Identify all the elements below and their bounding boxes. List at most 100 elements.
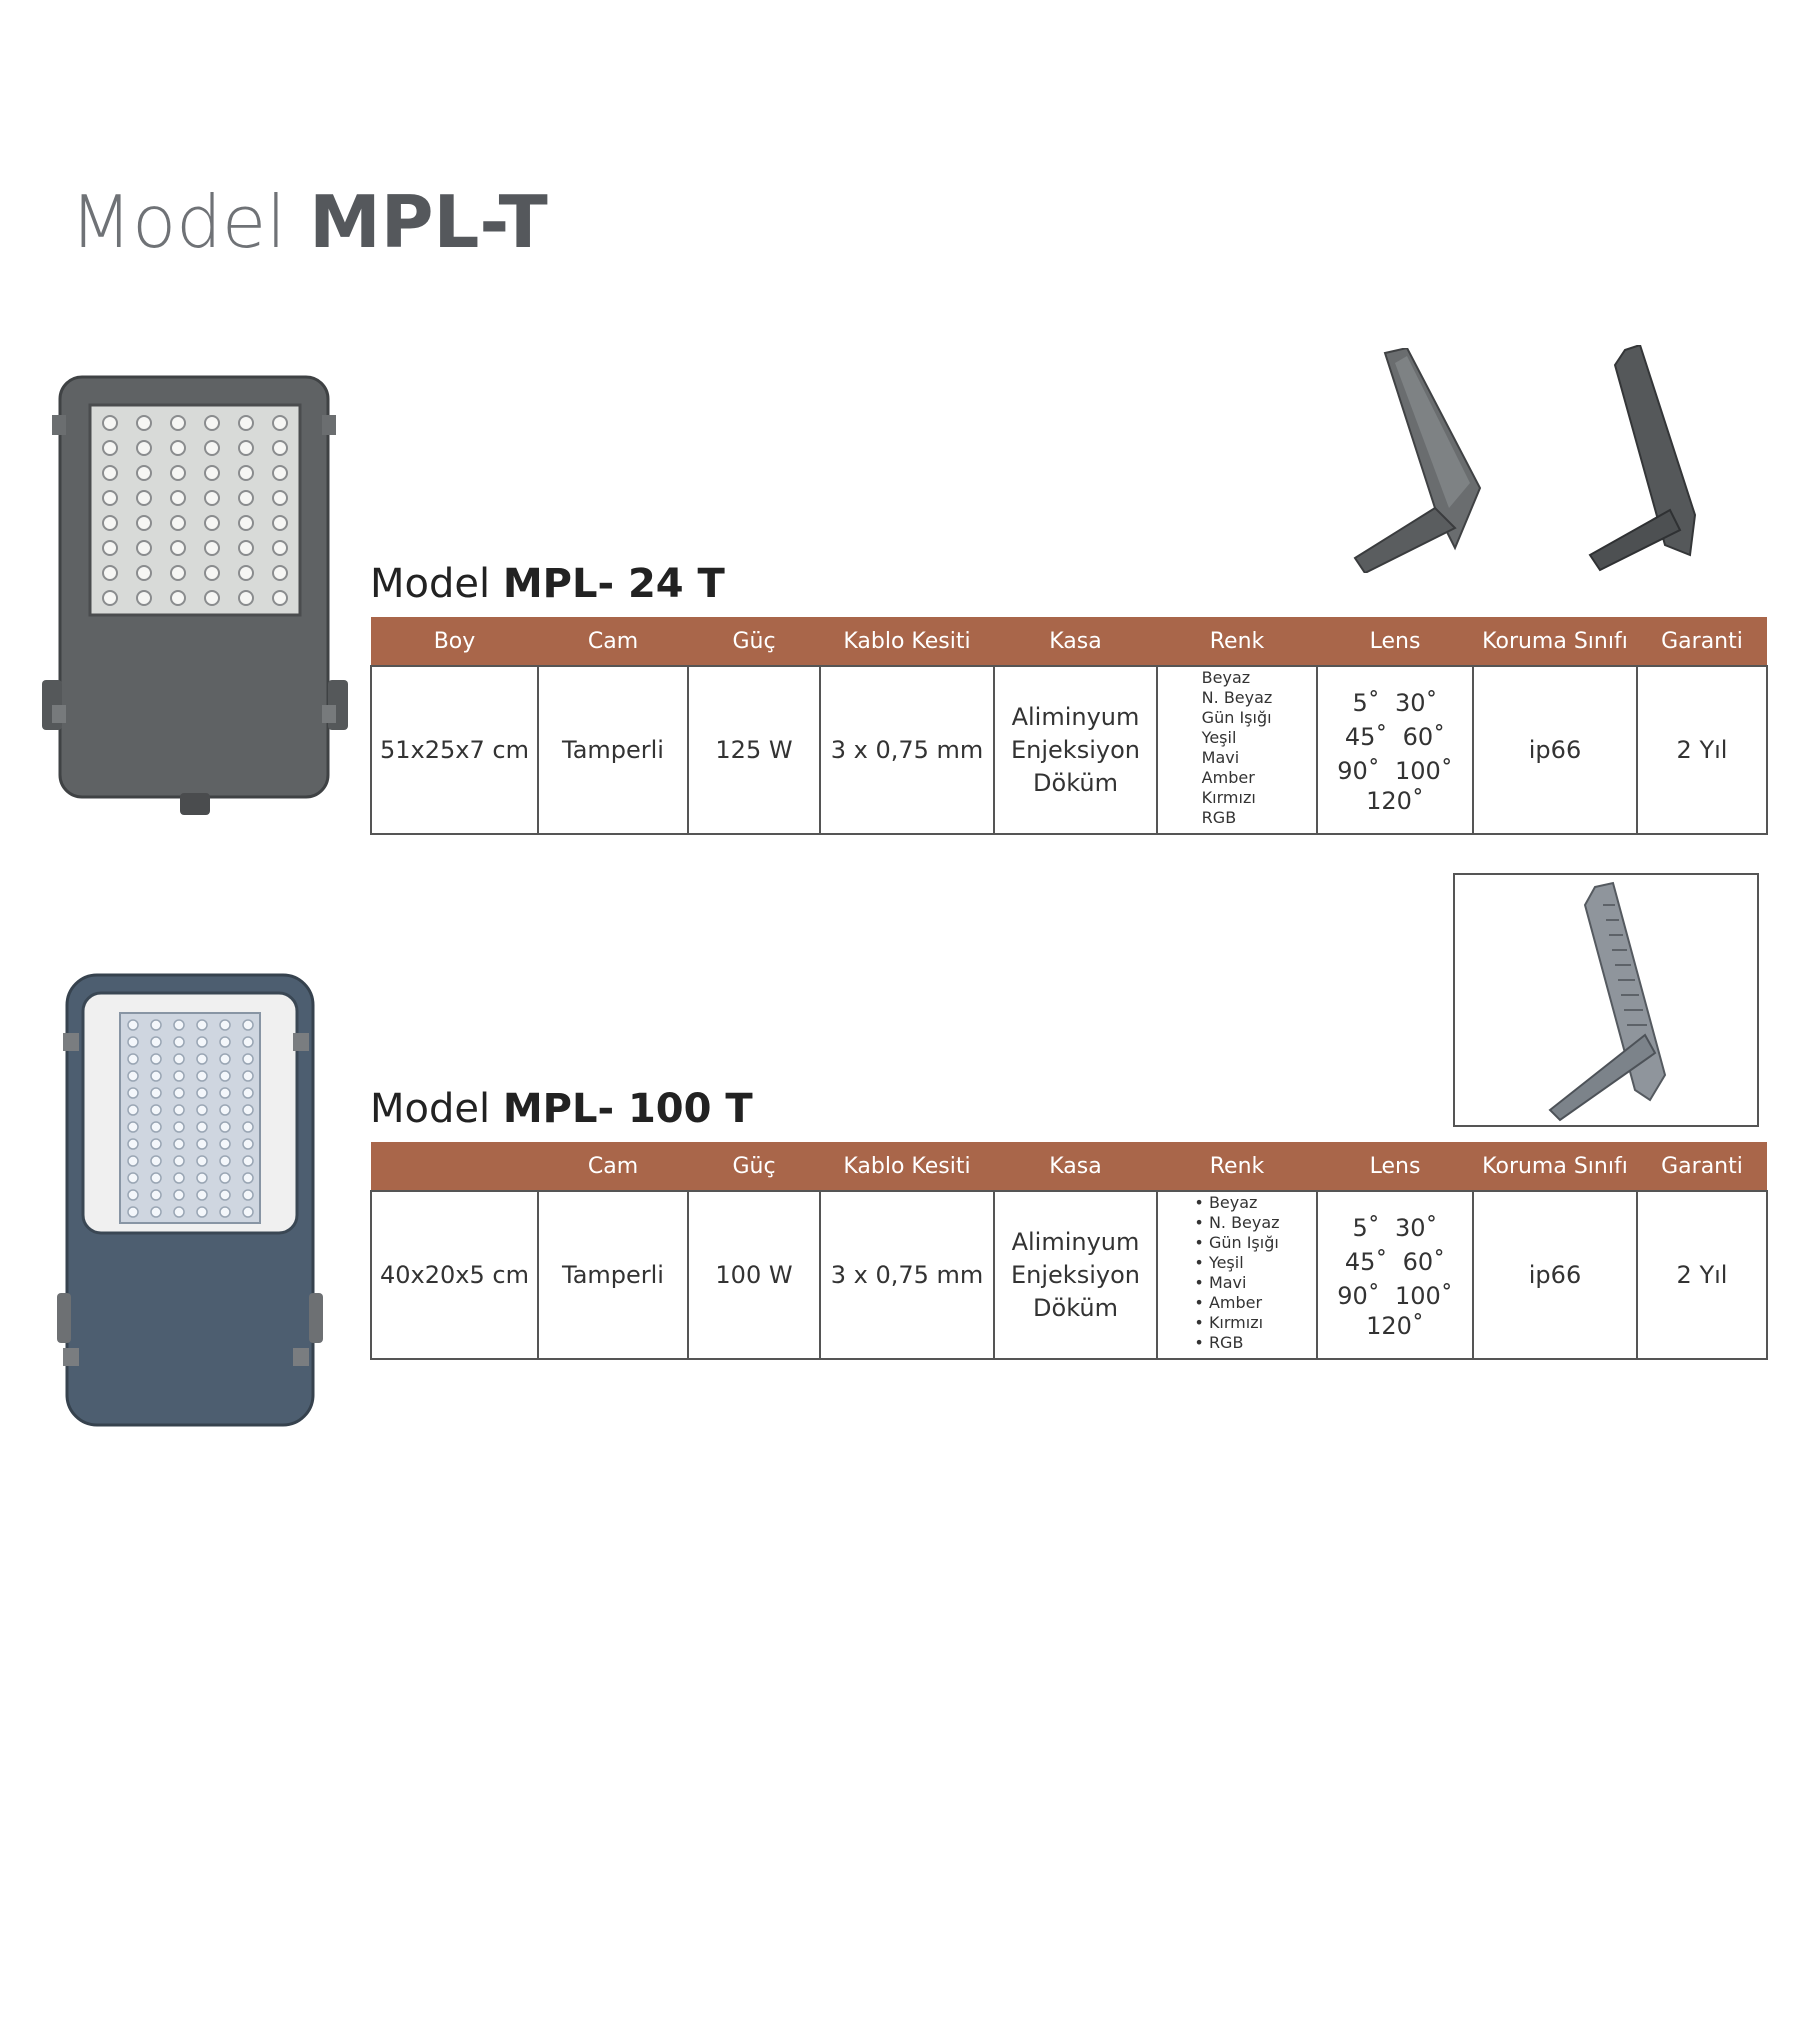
led-dot: [136, 415, 152, 431]
led-dot: [242, 1036, 254, 1048]
model-heading-mpl-24t: Model MPL- 24 T: [370, 561, 725, 607]
led-dot: [102, 565, 118, 581]
led-dot: [242, 1121, 254, 1133]
led-dot: [102, 415, 118, 431]
led-dot: [136, 465, 152, 481]
led-dot: [170, 440, 186, 456]
led-dot: [238, 515, 254, 531]
led-dot: [238, 590, 254, 606]
led-dot: [150, 1053, 162, 1065]
led-dot: [196, 1104, 208, 1116]
led-dot: [150, 1206, 162, 1218]
led-dot: [102, 490, 118, 506]
list-item: Gün Işığı: [1194, 1233, 1279, 1253]
led-dot: [204, 440, 220, 456]
header-kablo-kesiti: Kablo Kesiti: [820, 617, 994, 666]
led-dot: [150, 1070, 162, 1082]
led-dot: [219, 1019, 231, 1031]
list-item: 5˚ 30˚: [1352, 1214, 1438, 1242]
led-dot: [219, 1189, 231, 1201]
led-dot: [127, 1121, 139, 1133]
led-dot: [272, 515, 288, 531]
header-koruma-sinifi: Koruma Sınıfı: [1473, 1142, 1637, 1191]
led-dot: [196, 1189, 208, 1201]
led-dot: [170, 515, 186, 531]
lamp-side-image-1: [1353, 348, 1482, 573]
led-dot: [272, 490, 288, 506]
cell-boy: 40x20x5 cm: [370, 1190, 539, 1360]
header-boy: Boy: [371, 617, 538, 666]
led-dot: [150, 1019, 162, 1031]
led-dot: [127, 1206, 139, 1218]
led-dot: [150, 1121, 162, 1133]
cell-lens: 5˚ 30˚ 45˚ 60˚ 90˚ 100˚ 120˚: [1316, 1190, 1474, 1360]
led-dot: [196, 1087, 208, 1099]
header-cam: Cam: [538, 617, 688, 666]
led-dot: [102, 590, 118, 606]
led-dot: [219, 1053, 231, 1065]
led-dot: [170, 565, 186, 581]
led-dot: [173, 1155, 185, 1167]
list-item: Yeşil: [1194, 1253, 1279, 1273]
led-dot: [196, 1155, 208, 1167]
led-dot: [127, 1019, 139, 1031]
led-dot: [219, 1206, 231, 1218]
led-dot: [272, 440, 288, 456]
led-dot: [204, 515, 220, 531]
lamp-front-image-mpl-24t: [42, 375, 348, 815]
led-dot: [242, 1019, 254, 1031]
spec-table-mpl-24t: Boy Cam Güç Kablo Kesiti Kasa Renk Lens …: [370, 617, 1768, 835]
list-item: N. Beyaz: [1201, 688, 1273, 707]
led-dot: [127, 1104, 139, 1116]
cell-renk: Beyaz N. Beyaz Gün Işığı Yeşil Mavi Ambe…: [1156, 665, 1318, 835]
led-dot: [150, 1036, 162, 1048]
model-heading-mpl-100t: Model MPL- 100 T: [370, 1086, 753, 1132]
cell-garanti: 2 Yıl: [1636, 665, 1768, 835]
led-dot: [136, 565, 152, 581]
list-item: 90˚ 100˚: [1337, 757, 1453, 785]
header-kasa: Kasa: [994, 617, 1157, 666]
cell-guc: 100 W: [687, 1190, 821, 1360]
cell-cam: Tamperli: [537, 1190, 689, 1360]
led-dot: [102, 440, 118, 456]
led-dot: [173, 1019, 185, 1031]
led-dot: [127, 1155, 139, 1167]
cell-lens: 5˚ 30˚ 45˚ 60˚ 90˚ 100˚ 120˚: [1316, 665, 1474, 835]
led-dot: [238, 565, 254, 581]
led-dot: [127, 1189, 139, 1201]
led-dot: [204, 465, 220, 481]
led-dot: [242, 1138, 254, 1150]
list-item: 5˚ 30˚: [1352, 689, 1438, 717]
led-dot: [150, 1087, 162, 1099]
led-dot: [150, 1189, 162, 1201]
led-dot: [272, 590, 288, 606]
led-dot: [136, 590, 152, 606]
list-item: 90˚ 100˚: [1337, 1282, 1453, 1310]
kasa-line: Aliminyum: [1011, 1227, 1140, 1256]
led-dot: [173, 1087, 185, 1099]
led-dot: [170, 540, 186, 556]
kasa-line: Enjeksiyon: [1011, 1260, 1140, 1289]
led-dot: [136, 540, 152, 556]
list-item: Mavi: [1201, 748, 1240, 767]
header-cam: Cam: [538, 1142, 688, 1191]
led-dot: [127, 1053, 139, 1065]
led-dot: [204, 565, 220, 581]
header-guc: Güç: [688, 617, 820, 666]
led-dot: [196, 1121, 208, 1133]
list-item: Yeşil: [1201, 728, 1237, 747]
led-dot: [196, 1172, 208, 1184]
led-dot: [196, 1036, 208, 1048]
led-dot: [204, 590, 220, 606]
led-dot: [242, 1104, 254, 1116]
list-item: Gün Işığı: [1201, 708, 1272, 727]
led-dot: [170, 490, 186, 506]
led-dot: [150, 1104, 162, 1116]
table-header-row: Boy Cam Güç Kablo Kesiti Kasa Renk Lens …: [371, 617, 1767, 666]
header-lens: Lens: [1317, 617, 1473, 666]
led-dot: [219, 1155, 231, 1167]
led-dot: [102, 465, 118, 481]
led-dot: [150, 1138, 162, 1150]
led-dot: [238, 440, 254, 456]
led-dot: [127, 1087, 139, 1099]
